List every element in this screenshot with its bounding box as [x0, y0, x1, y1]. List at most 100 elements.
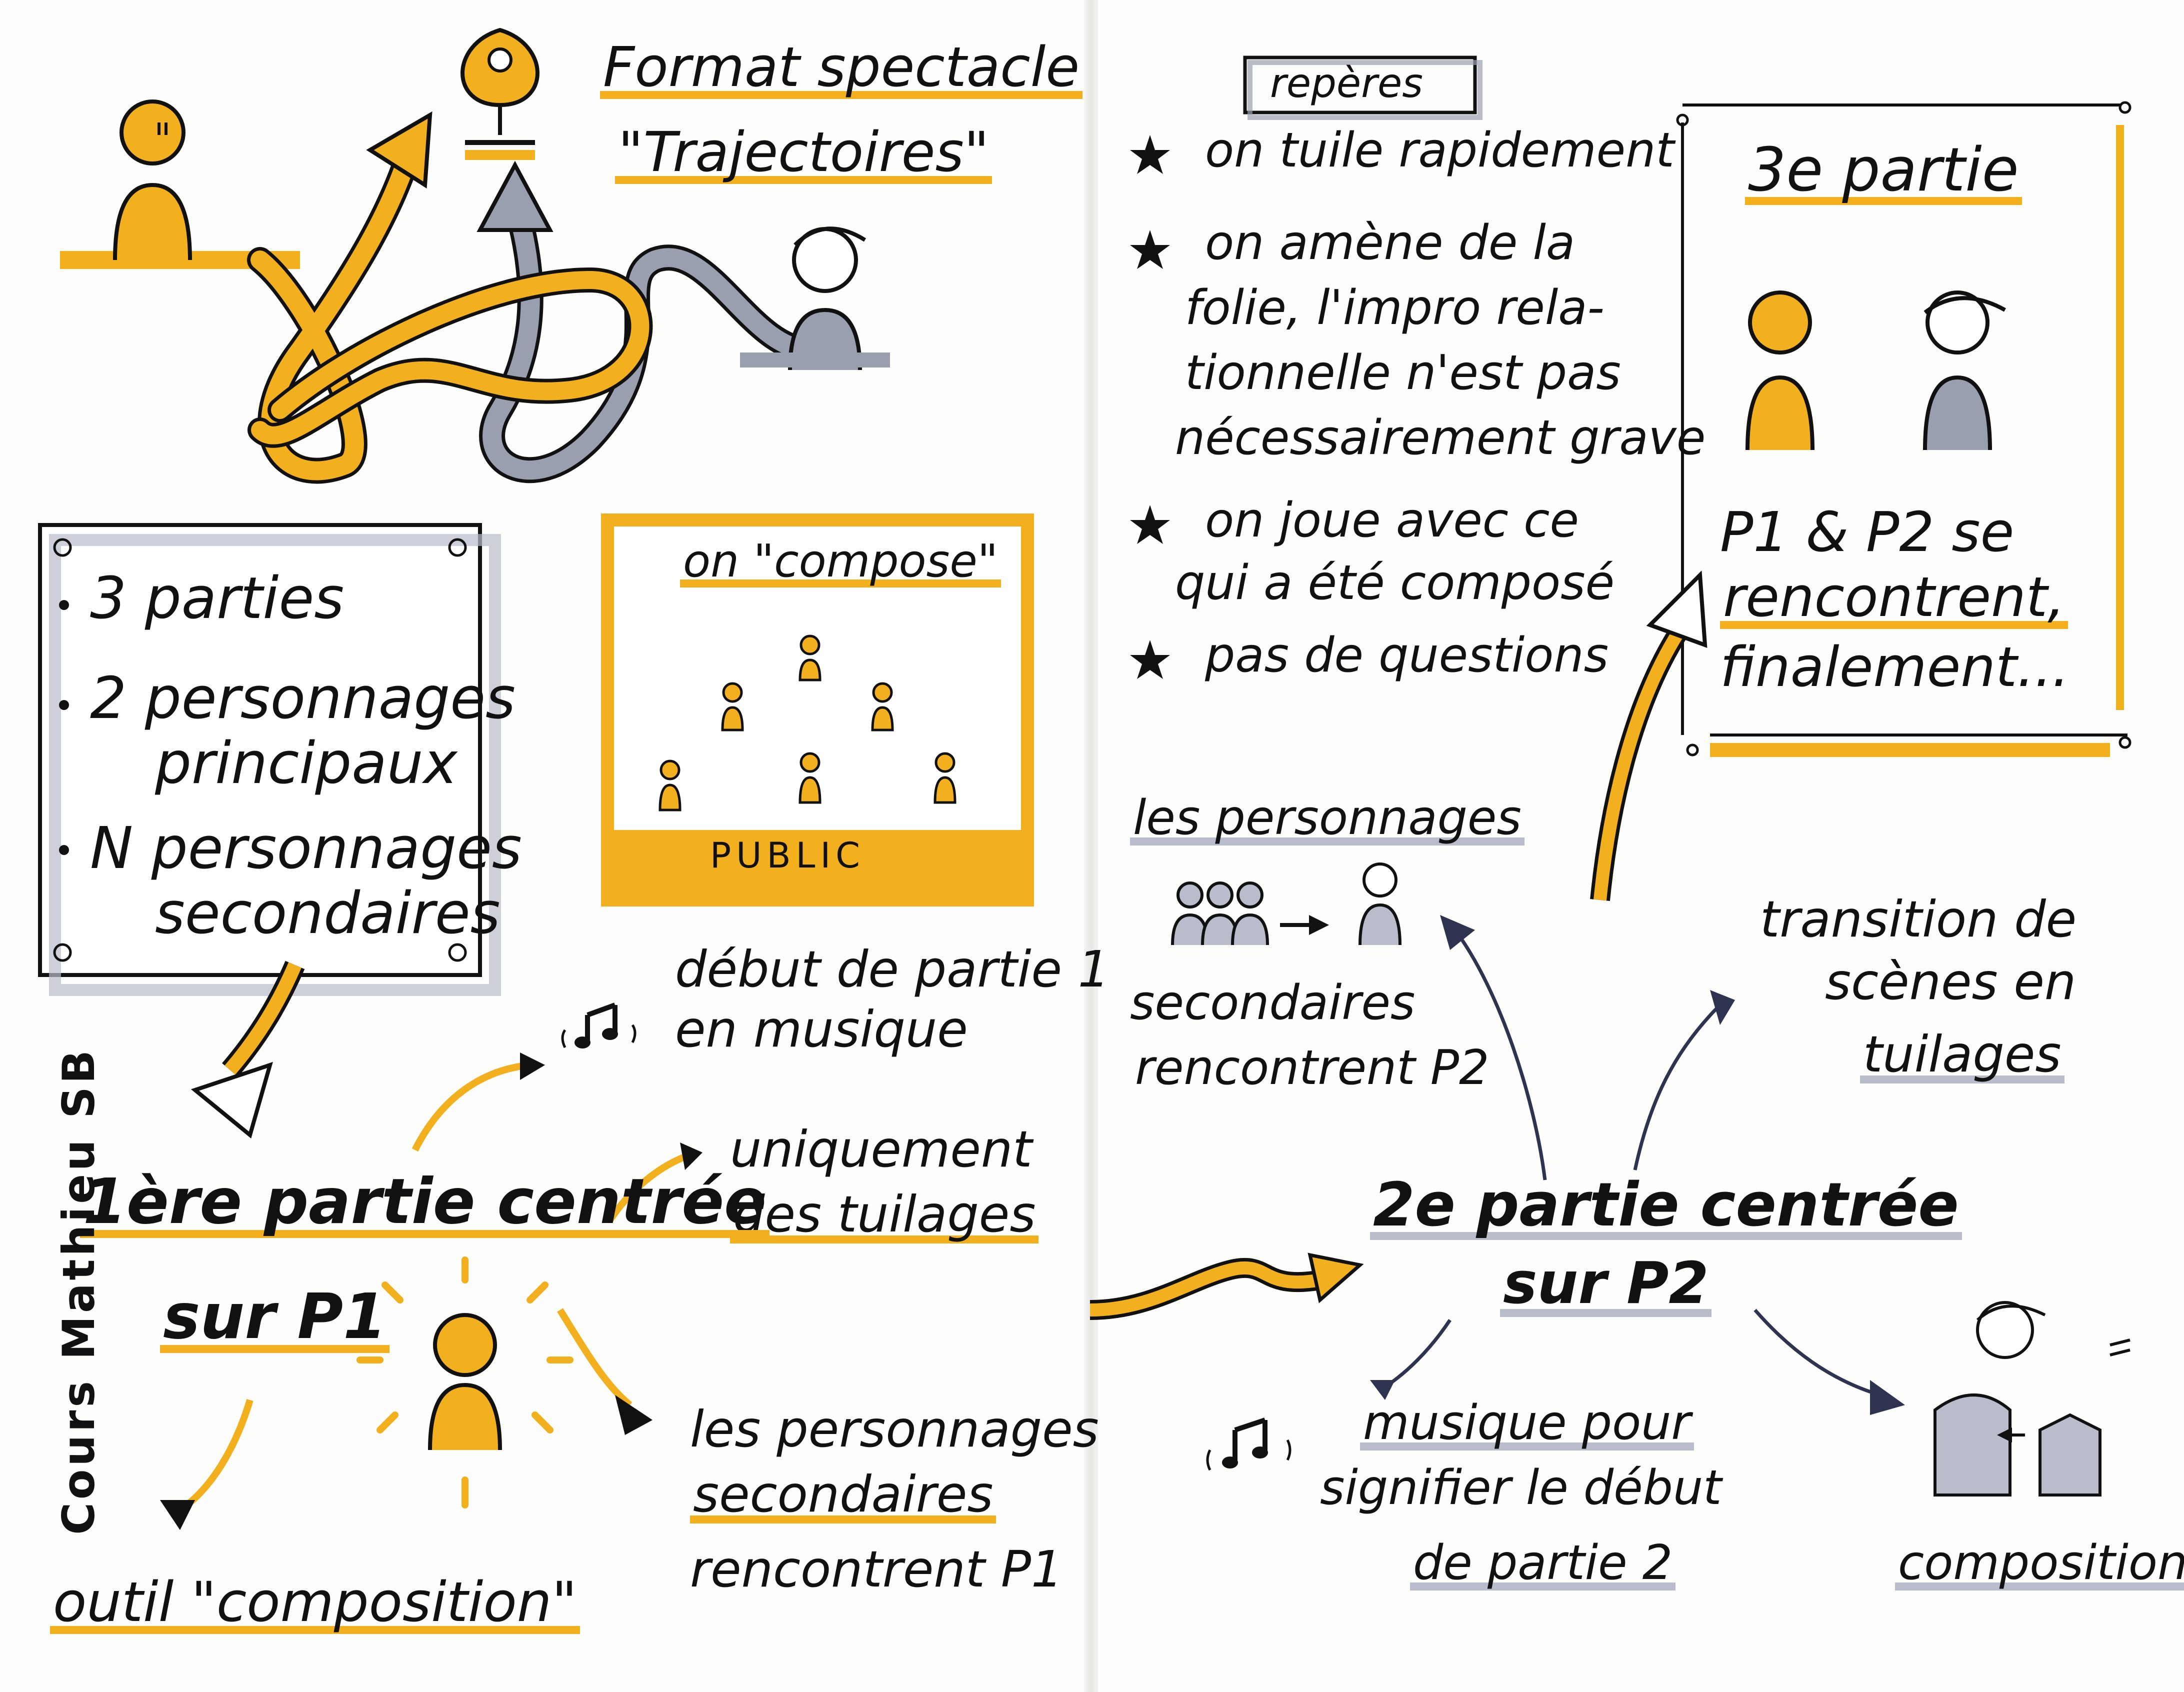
music-note-line-1: début de partie 1: [675, 940, 1110, 998]
grey-arrowhead: [476, 160, 554, 232]
title-text-1: Format spectacle: [600, 35, 1082, 99]
title-line-1: Format spectacle: [600, 35, 1082, 100]
music-note-line-2: en musique: [675, 1000, 968, 1058]
music-note-icon-2: [1206, 1418, 1292, 1471]
secondaires-line-1: les personnages: [690, 1400, 1099, 1458]
orange-loop: [251, 270, 650, 444]
music2-line-1: musique pour: [1360, 1395, 1694, 1451]
compose-title-text: on "compose": [680, 535, 1002, 588]
secondaires-group-icon: [1171, 882, 1269, 946]
personnages-line-2: secondaires: [1130, 976, 1416, 1030]
composition-label: composition: [1895, 1535, 2184, 1591]
orange-arrowhead: [366, 111, 432, 188]
arrow-to-part3-outline: [1590, 624, 1688, 901]
stage-figures: [658, 634, 956, 812]
personnages-line-1: les personnages: [1130, 790, 1524, 846]
part3-text-1: P1 & P2 se: [1720, 500, 2014, 564]
arrow-to-music-head: [520, 1052, 545, 1080]
reperes-title-box: [1243, 56, 1477, 114]
arrow-to-part3-head: [1646, 570, 1708, 648]
arrow-to-transition: [1633, 1004, 1722, 1170]
part1-line-2: sur P1: [160, 1280, 390, 1354]
author-credit: Cours Mathieu SB: [52, 1047, 104, 1535]
arrow-to-music2-head: [1370, 1380, 1395, 1400]
arrow-to-outil-head: [160, 1500, 195, 1530]
title-line-2: "Trajectoires": [615, 120, 992, 185]
part1-line-1-text: 1ère partie centrée: [80, 1166, 770, 1238]
part1-line-1: 1ère partie centrée: [80, 1165, 770, 1239]
part3-text-3: finalement...: [1720, 635, 2070, 699]
zigzag-arrowhead: [1308, 1252, 1364, 1304]
arrow-to-transition-head: [1710, 990, 1735, 1025]
reperes-bullets: [1130, 135, 1170, 679]
p2-small-figure: [1358, 862, 1402, 946]
arrow-to-personnages-head: [1440, 915, 1475, 950]
down-arrow: [224, 962, 302, 1075]
arrow-to-music2: [1379, 1319, 1452, 1392]
outil-composition: outil "composition": [50, 1570, 580, 1635]
repere-2-line-1: on amène de la: [1205, 216, 1576, 270]
personnages-line-1-text: les personnages: [1130, 790, 1524, 846]
compose-footer: PUBLIC: [710, 835, 865, 876]
arrow-to-part3: [1594, 626, 1686, 901]
person-p1-figure: [113, 100, 192, 260]
arrow-to-composition-head: [1870, 1380, 1905, 1415]
outil-composition-text: outil "composition": [50, 1570, 580, 1634]
composition-label-text: composition: [1895, 1536, 2184, 1590]
part3-text-2: rencontrent,: [1720, 565, 2068, 630]
arrow-to-secondaires: [557, 1308, 632, 1408]
composition-figure: [1934, 1301, 2130, 1496]
grey-trajectory: [482, 210, 820, 480]
summary-item-4: N personnages: [90, 815, 522, 882]
repere-1: on tuile rapidement: [1205, 123, 1674, 178]
repere-3-line-1: on joue avec ce: [1205, 493, 1579, 548]
part1-line-2-text: sur P1: [160, 1280, 390, 1353]
repere-2-line-4: nécessairement grave: [1175, 410, 1706, 466]
summary-board: [38, 523, 501, 996]
part2-line-2-text: sur P2: [1500, 1250, 1712, 1317]
repere-4: pas de questions: [1205, 628, 1609, 683]
down-arrowhead: [190, 1062, 273, 1138]
zigzag-arrow: [1090, 1262, 1322, 1316]
arrow-to-music: [412, 1062, 530, 1152]
p1-sun-figure: [356, 1256, 574, 1508]
music2-line-3: de partie 2: [1410, 1535, 1676, 1591]
compose-title: on "compose": [680, 535, 1002, 588]
secondaires-line-2: secondaires: [690, 1465, 996, 1524]
reperes-title: repères: [1270, 60, 1423, 106]
arrow-to-personnages: [1454, 928, 1547, 1180]
notebook-gutter: [1084, 0, 1098, 1692]
transition-line-1: transition de: [1760, 890, 2077, 948]
secondaires-line-3: rencontrent P1: [690, 1540, 1063, 1598]
summary-item-1: 3 parties: [90, 565, 344, 632]
part3-title: 3e partie: [1745, 135, 2022, 206]
transition-line-3: tuilages: [1860, 1025, 2064, 1084]
repere-3-line-2: qui a été composé: [1175, 556, 1615, 610]
part2-line-1-text: 2e partie centrée: [1370, 1170, 1962, 1240]
arrow-to-composition: [1754, 1308, 1881, 1397]
title-text-2: "Trajectoires": [615, 120, 992, 184]
part3-title-text: 3e partie: [1745, 136, 2022, 205]
summary-item-3: principaux: [155, 730, 458, 797]
repere-2-line-2: folie, l'impro rela-: [1185, 280, 1604, 336]
summary-item-5: secondaires: [155, 880, 500, 947]
music-note-icon: [561, 1002, 636, 1048]
repere-2-line-3: tionnelle n'est pas: [1185, 346, 1621, 400]
music2-line-1-text: musique pour: [1360, 1396, 1694, 1450]
tuilage-line-2-text: des tuilages: [730, 1185, 1039, 1244]
personnages-line-3: rencontrent P2: [1135, 1040, 1490, 1096]
transition-line-2: scènes en: [1825, 952, 2076, 1011]
arrow-to-secondaires-head: [615, 1395, 652, 1435]
part3-text-2-span: rencontrent,: [1720, 565, 2068, 629]
transition-line-3-text: tuilages: [1860, 1025, 2064, 1084]
person-p2-figure: [740, 226, 890, 370]
music2-line-2: signifier le début: [1320, 1460, 1722, 1516]
part2-line-2: sur P2: [1500, 1250, 1712, 1318]
arrow-to-outil: [178, 1398, 254, 1513]
summary-item-2: 2 personnages: [90, 665, 516, 732]
map-pin-icon: [460, 28, 540, 160]
music2-line-3-text: de partie 2: [1410, 1536, 1676, 1590]
arrow-to-tuilages-head: [680, 1142, 702, 1170]
